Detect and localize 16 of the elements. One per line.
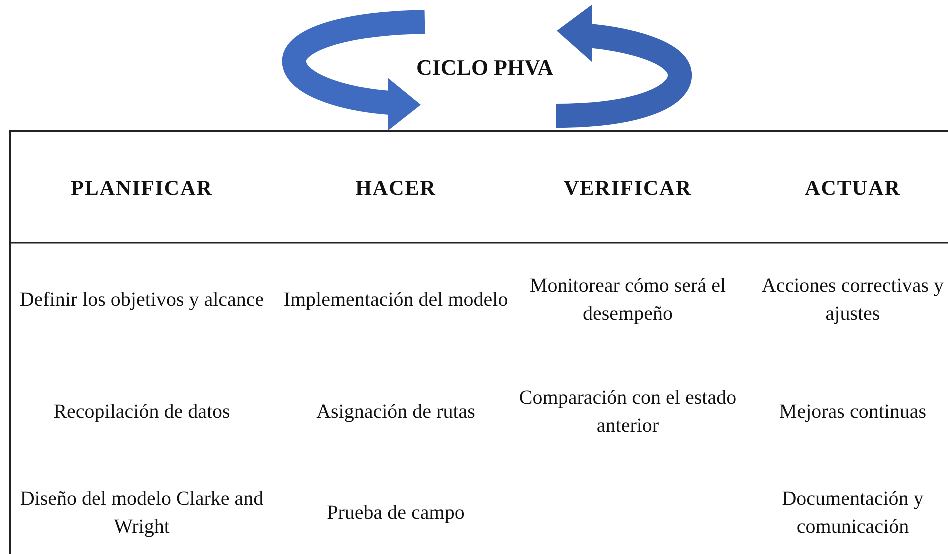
column-header: VERIFICAR xyxy=(564,175,692,202)
table-cell-text: Prueba de campo xyxy=(327,501,465,526)
table-cell-text: Implementación del modelo xyxy=(284,288,508,313)
table-cell-text: Mejoras continuas xyxy=(779,400,927,425)
table-cell-text: Recopilación de datos xyxy=(54,400,230,425)
column-header: HACER xyxy=(356,175,436,202)
column-header: PLANIFICAR xyxy=(71,175,213,202)
column-header: ACTUAR xyxy=(805,175,901,202)
table-cell-text: Diseño del modelo Clarke and Wright xyxy=(19,487,265,540)
table-cell-text: Monitorear cómo será el desempeño xyxy=(528,274,728,327)
table-cell-text: Acciones correctivas y ajustes xyxy=(760,274,946,327)
table-cell-text: Comparación con el estado anterior xyxy=(518,386,738,439)
title: CICLO PHVA xyxy=(416,55,554,81)
table-cell-text: Definir los objetivos y alcance xyxy=(20,288,264,313)
table-cell-text: Documentación y comunicación xyxy=(781,487,925,540)
table-cell-text: Asignación de rutas xyxy=(316,400,476,425)
